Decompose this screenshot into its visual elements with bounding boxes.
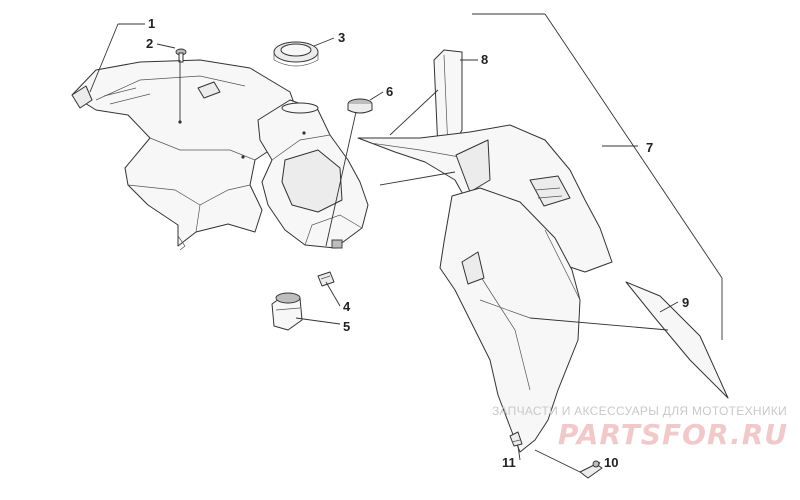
callout-1: 1	[148, 16, 155, 31]
callouts: 1 2 3 4 5 6 7 8 9 10 11	[146, 16, 689, 470]
part-11-fastener	[509, 431, 523, 447]
part-4-clip	[317, 271, 335, 287]
part-1-center-bezel	[241, 99, 369, 249]
watermark-logo: PARTSFOR.RU	[557, 418, 788, 451]
watermark-text: ЗАПЧАСТИ И АКСЕССУАРЫ ДЛЯ МОТОТЕХНИКИ	[491, 404, 787, 418]
part-3-sealing-ring	[273, 41, 319, 67]
part-5-ignition-switch	[271, 292, 303, 331]
callout-4: 4	[343, 299, 351, 314]
callout-8: 8	[481, 52, 488, 67]
callout-2: 2	[146, 36, 153, 51]
part-10-fastener	[579, 460, 603, 479]
callout-6: 6	[386, 84, 393, 99]
part-9-trim-strip	[625, 281, 729, 399]
callout-7: 7	[646, 140, 653, 155]
part-6-cap	[347, 98, 373, 114]
callout-5: 5	[343, 319, 350, 334]
callout-11: 11	[502, 455, 516, 470]
callout-10: 10	[604, 455, 618, 470]
part-2-screw	[175, 48, 187, 63]
part-7-side-panel	[357, 124, 613, 453]
leader-lines	[89, 13, 723, 473]
callout-3: 3	[338, 30, 345, 45]
part-1-console-panel	[71, 59, 301, 251]
callout-9: 9	[682, 295, 689, 310]
